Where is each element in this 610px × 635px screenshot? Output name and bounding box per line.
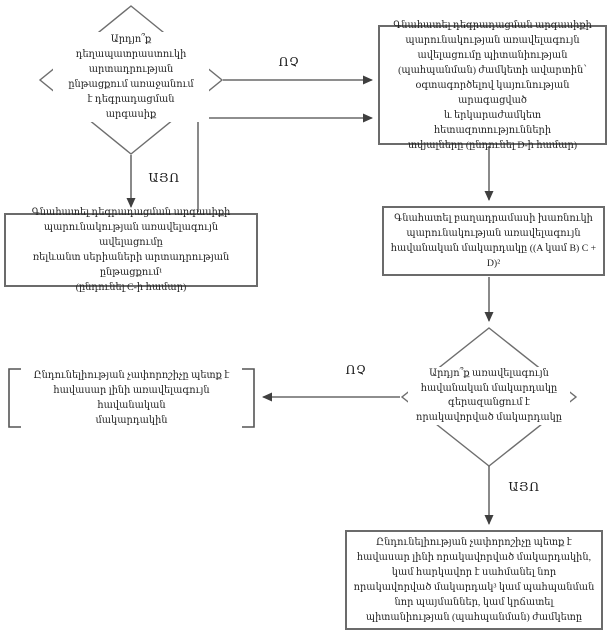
decision-exceeds-text: Արդյո՞ք առավելագույն հավանական մակարդակը… xyxy=(408,367,570,425)
branch-label-yes-bottom: ԱՅՈ xyxy=(498,479,550,495)
result-box-acceptance-equal: Ընդունելիության չափորոշիչը պետք է հավասա… xyxy=(33,370,230,426)
process-box-estimate-c: Գնահատել դեգրադացման արգասիքի պարունակու… xyxy=(4,207,258,293)
flow-arrow-box-c-to-box-d xyxy=(197,113,373,212)
branch-label-no-top: ՈՉ xyxy=(270,54,308,70)
left-bracket xyxy=(8,368,21,428)
right-bracket xyxy=(242,368,255,428)
process-box-estimate-d: Գնահատել դեգրադացման արգասիքի պարունակու… xyxy=(378,20,607,151)
process-box-formula: Գնահատել բաղադրամասի խառնուկի պարունակու… xyxy=(382,206,605,276)
branch-label-no-bottom: ՈՉ xyxy=(337,362,375,378)
result-box-qualified-level: Ընդունելիության չափորոշիչը պետք է հավասա… xyxy=(345,530,603,630)
branch-label-yes-top: ԱՅՈ xyxy=(139,170,189,186)
decision-manufacture-text: Արդյո՞ք դեղապատրաստուկի արտադրության ընթ… xyxy=(53,32,209,122)
